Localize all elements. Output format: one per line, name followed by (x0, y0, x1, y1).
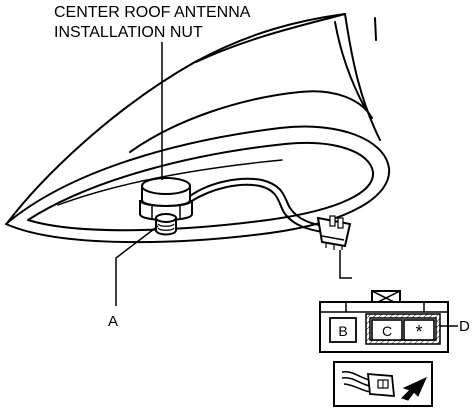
label-a: A (108, 313, 118, 330)
cell-star-label: * (415, 322, 422, 342)
cable-connector (316, 215, 352, 250)
cell-star-box (403, 319, 435, 341)
label-d: D (459, 318, 470, 335)
cell-c-box (371, 319, 403, 341)
label-a-leader (115, 225, 159, 306)
antenna-cable (189, 177, 325, 233)
installation-nut (139, 177, 193, 236)
antenna-body (5, 13, 391, 244)
harness-side-view (333, 361, 433, 407)
cell-b-label: B (338, 323, 347, 339)
callout-title-line2: INSTALLATION NUT (54, 24, 203, 41)
cell-c-label: C (382, 323, 392, 339)
connector-hatched-frame (366, 314, 440, 344)
connector-leader-line (339, 250, 352, 279)
cell-b-box (329, 317, 357, 343)
callout-title-line1: CENTER ROOF ANTENNA (54, 4, 251, 21)
